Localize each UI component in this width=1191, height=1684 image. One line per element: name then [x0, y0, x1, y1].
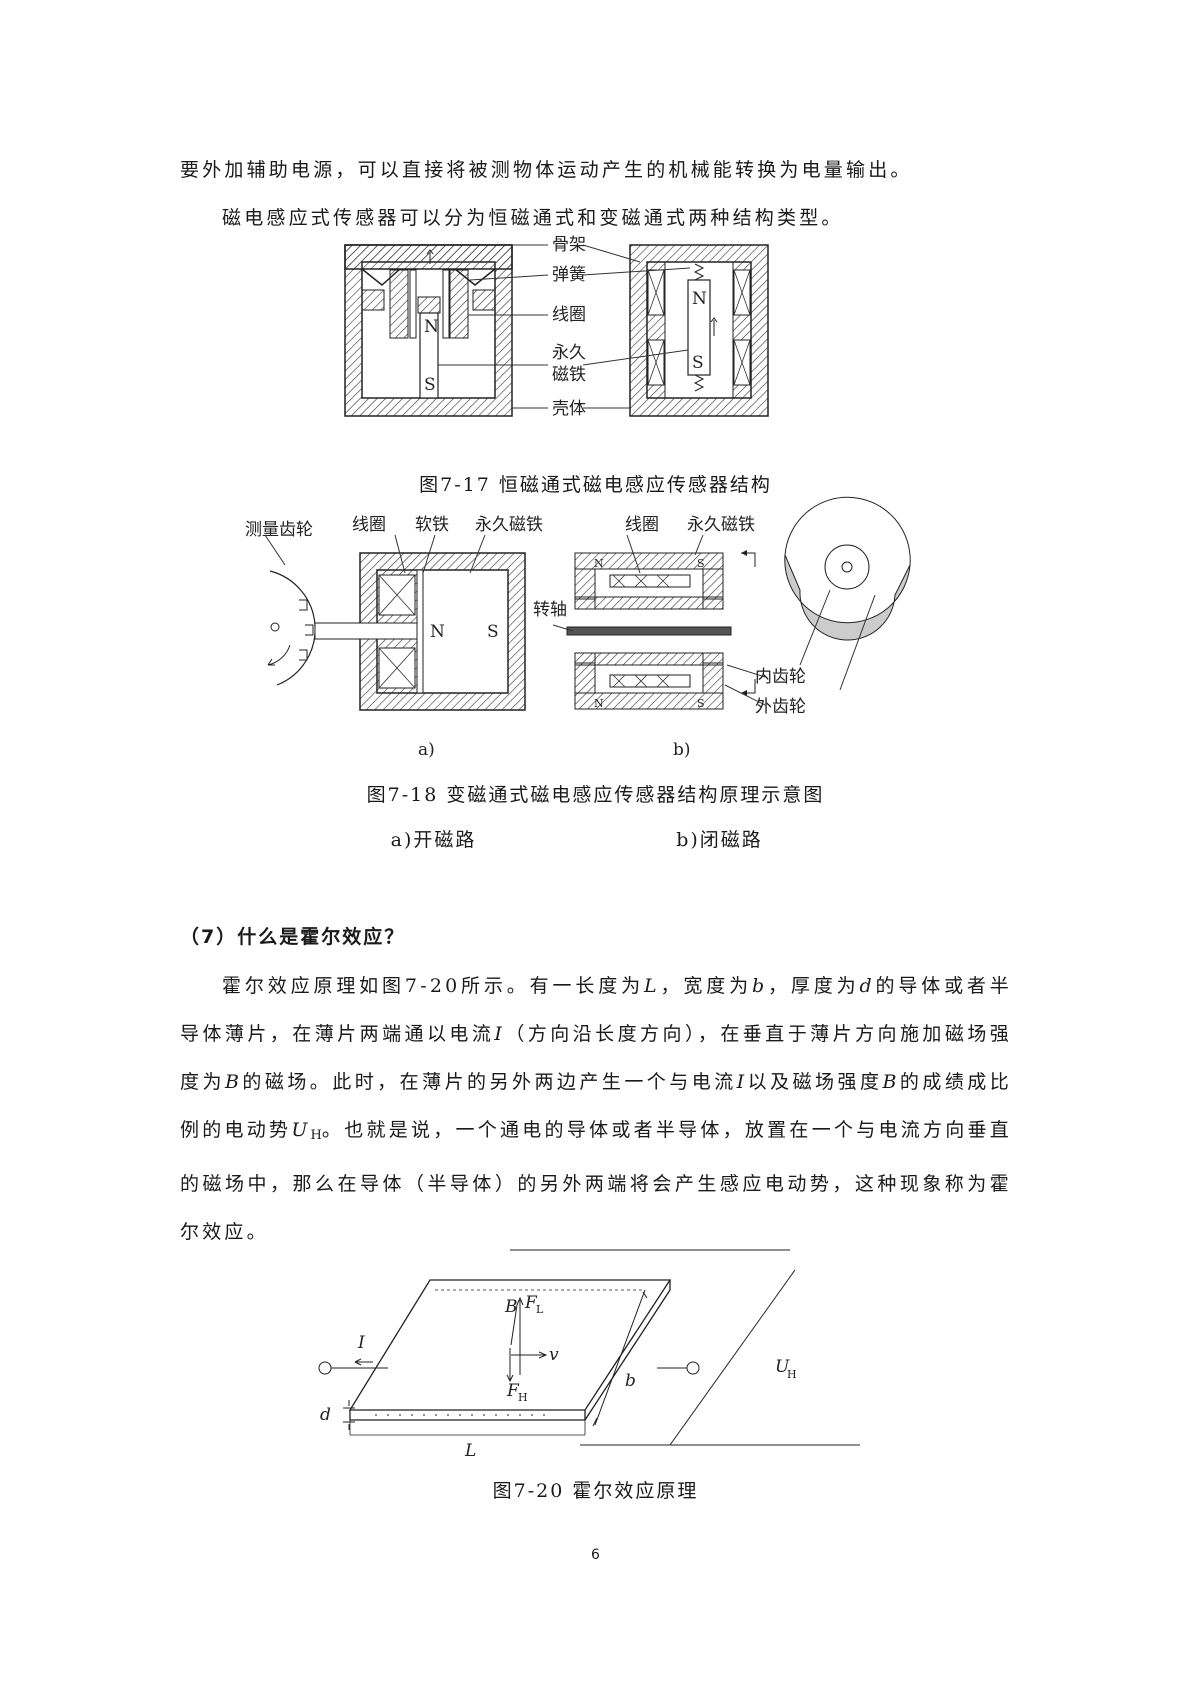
- p1-symbol-U: U: [291, 1119, 311, 1141]
- fig17-n-label: N: [424, 317, 439, 337]
- intro-line-2: 磁电感应式传感器可以分为恒磁通式和变磁通式两种结构类型。: [222, 207, 844, 229]
- fig20-UH-label: U: [775, 1357, 790, 1377]
- p1-text-6: 的磁场。此时，在薄片的另外两边产生一个与电流: [242, 1071, 737, 1093]
- fig17-right-sensor: N S: [629, 244, 769, 417]
- intro-line-1: 要外加辅助电源，可以直接将被测物体运动产生的机械能转换为电量输出。: [180, 159, 913, 181]
- fig20-FL-label: F: [524, 1293, 538, 1313]
- p1-text-7: 以及磁场强度: [747, 1071, 883, 1093]
- fig18-b-magnet-label: 永久磁铁: [687, 515, 755, 535]
- p1-symbol-I2: I: [736, 1071, 748, 1093]
- fig18-inner-gear-label: 内齿轮: [755, 667, 806, 687]
- p1-text-3: ，厚度为: [767, 975, 860, 997]
- fig18-b-coil-label: 线圈: [625, 515, 659, 535]
- fig18-subcaption-a: a)开磁路: [390, 829, 477, 851]
- fig18-outer-gear-label: 外齿轮: [755, 697, 806, 717]
- p1-text-1: 霍尔效应原理如图7-20所示。有一长度为: [222, 975, 644, 997]
- figure-7-17: N S N S 骨架 弹簧 线圈 永久: [344, 235, 769, 419]
- fig18-b-top-s: S: [697, 557, 705, 570]
- fig18-coil-label: 线圈: [352, 515, 386, 535]
- section-heading: （7）什么是霍尔效应？: [180, 926, 406, 948]
- fig17-right-n-label: N: [692, 289, 707, 309]
- fig18-a-n-label: N: [430, 622, 445, 642]
- p1-text-5: （方向沿长度方向），在垂直于薄片方向施加磁场强度为: [180, 1023, 1012, 1093]
- fig18-subcaption-b: b)闭磁路: [676, 829, 763, 851]
- fig17-coil-label: 线圈: [552, 305, 586, 325]
- p1-symbol-B2: B: [882, 1071, 900, 1093]
- p1-text-2: ，宽度为: [659, 975, 752, 997]
- fig20-caption: 图7-20 霍尔效应原理: [492, 1480, 699, 1502]
- p1-symbol-d: d: [859, 975, 875, 997]
- fig17-caption: 图7-17 恒磁通式磁电感应传感器结构: [419, 474, 772, 496]
- fig20-FL-sub: L: [536, 1303, 544, 1316]
- fig17-magnet-label-1: 永久: [552, 343, 586, 363]
- fig20-FH-sub: H: [518, 1391, 528, 1404]
- fig18-open-circuit: 测量齿轮 N S 线圈 软铁 永久磁铁: [245, 515, 543, 711]
- p1-text-4: 的导体或者半导体薄片，在薄片两端通以电流: [180, 975, 1012, 1045]
- page-number: 6: [591, 1547, 600, 1563]
- fig20-hall-plate: [318, 1249, 860, 1446]
- fig17-magnet-label-2: 磁铁: [552, 365, 586, 385]
- fig18-magnet-label: 永久磁铁: [475, 515, 543, 535]
- fig17-left-sensor: N S: [344, 244, 513, 417]
- p1-symbol-L: L: [643, 975, 660, 997]
- fig20-UH-sub: H: [787, 1368, 797, 1381]
- p1-symbol-I: I: [494, 1023, 506, 1045]
- fig18-a-s-label: S: [487, 622, 499, 642]
- fig18-soft-iron-label: 软铁: [415, 515, 449, 535]
- fig18-shaft-label: 转轴: [533, 600, 567, 620]
- fig20-FH-label: F: [506, 1381, 520, 1401]
- fig20-B-label: B: [504, 1297, 518, 1317]
- fig18-sub-a: a): [418, 740, 435, 760]
- fig17-s-label: S: [424, 375, 436, 395]
- fig20-b-label: b: [625, 1371, 636, 1391]
- fig18-sub-b: b): [673, 740, 691, 760]
- p1-text-8: 的成绩成比例的电动势: [180, 1071, 1012, 1141]
- fig20-d-label: d: [320, 1405, 331, 1425]
- p1-symbol-B: B: [224, 1071, 243, 1093]
- fig18-b-bottom-n: N: [594, 697, 604, 710]
- fig17-spring-label: 弹簧: [552, 265, 586, 285]
- fig18-gear-label: 测量齿轮: [245, 520, 313, 540]
- fig18-b-bottom-s: S: [697, 697, 705, 710]
- fig20-I-label: I: [357, 1333, 365, 1353]
- fig18-closed-circuit: N S N S 线圈 永久磁铁 转轴 内齿轮 外齿轮: [533, 496, 911, 717]
- figure-7-20: I B F L v F H b U H d L: [318, 1249, 860, 1461]
- fig17-frame-label: 骨架: [552, 235, 586, 255]
- p1-symbol-b: b: [751, 975, 768, 997]
- fig18-caption: 图7-18 变磁通式磁电感应传感器结构原理示意图: [366, 784, 825, 806]
- fig17-right-s-label: S: [692, 353, 704, 373]
- p1-text-9: 。也就是说，一个通电的导体或者半导体，放置在一个与电流方向垂直的磁场中，那么在导…: [180, 1119, 1012, 1243]
- fig20-v-label: v: [549, 1345, 559, 1365]
- p1-symbol-U-sub: H: [310, 1128, 322, 1143]
- figure-7-18: 测量齿轮 N S 线圈 软铁 永久磁铁: [245, 496, 911, 760]
- fig17-leader-lines: [438, 244, 691, 409]
- fig20-L-label: L: [464, 1441, 476, 1461]
- fig17-shell-label: 壳体: [552, 399, 586, 419]
- hall-effect-paragraph: 霍尔效应原理如图7-20所示。有一长度为L，宽度为b，厚度为d的导体或者半导体薄…: [180, 962, 1012, 1256]
- fig18-b-top-n: N: [594, 557, 604, 570]
